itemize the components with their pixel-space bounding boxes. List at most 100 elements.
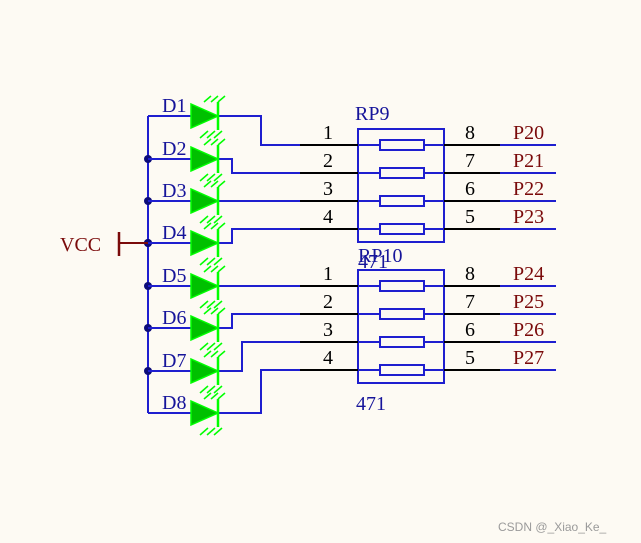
led-emission-mark — [203, 350, 212, 358]
led-d8: D8 — [148, 392, 226, 436]
led-emission-mark — [213, 215, 223, 224]
led-ref-label: D2 — [162, 138, 186, 160]
resistor-icon — [379, 195, 425, 207]
led-emission-mark — [217, 350, 226, 358]
led-emission-mark — [213, 342, 223, 351]
led-d7: D7 — [148, 350, 226, 394]
led-emission-mark — [206, 342, 216, 351]
vcc-label: VCC — [60, 234, 101, 256]
led-ref-label: D4 — [162, 222, 186, 244]
led-diode-icon — [190, 314, 220, 342]
pin-number-right: 7 — [465, 150, 475, 172]
led-diode-icon — [190, 102, 220, 130]
led-ref-label: D1 — [162, 95, 186, 117]
led-emission-mark — [206, 257, 216, 266]
resistor-pack-body — [357, 269, 445, 384]
led-emission-mark — [217, 180, 226, 188]
led-emission-mark — [199, 300, 209, 309]
cathode-wire-4 — [218, 228, 358, 244]
resistor-icon — [379, 336, 425, 348]
led-emission-mark — [217, 307, 226, 315]
pin-number-right: 6 — [465, 319, 475, 341]
resistor-icon — [379, 139, 425, 151]
led-emission-mark — [213, 173, 223, 182]
resistor-pack-body — [357, 128, 445, 243]
resistor-icon — [379, 308, 425, 320]
cathode-wire-8 — [218, 369, 358, 414]
led-diode-icon — [190, 229, 220, 257]
led-d2: D2 — [148, 138, 226, 182]
pin-number-right: 5 — [465, 206, 475, 228]
led-emission-mark — [206, 215, 216, 224]
led-diode-icon — [190, 187, 220, 215]
led-emission-mark — [210, 265, 219, 273]
net-label-p20: P20 — [513, 122, 544, 144]
net-label-p24: P24 — [513, 263, 544, 285]
led-emission-mark — [217, 265, 226, 273]
led-emission-mark — [206, 130, 216, 139]
led-emission-mark — [217, 138, 226, 146]
led-emission-mark — [206, 300, 216, 309]
led-ref-label: D8 — [162, 392, 186, 414]
led-emission-mark — [213, 257, 223, 266]
pin-number-left: 4 — [323, 206, 333, 228]
led-emission-mark — [199, 385, 209, 394]
cathode-wire-7 — [218, 341, 358, 372]
led-emission-mark — [199, 342, 209, 351]
net-label-p25: P25 — [513, 291, 544, 313]
led-emission-mark — [203, 95, 212, 103]
led-emission-mark — [210, 307, 219, 315]
pack-designator: RP9 — [355, 103, 389, 125]
led-emission-mark — [203, 138, 212, 146]
led-emission-mark — [206, 385, 216, 394]
led-emission-mark — [199, 215, 209, 224]
led-emission-mark — [199, 130, 209, 139]
led-emission-mark — [203, 180, 212, 188]
led-ref-label: D6 — [162, 307, 186, 329]
pin-number-right: 5 — [465, 347, 475, 369]
pack-value: 471 — [356, 393, 386, 415]
led-emission-mark — [199, 427, 209, 436]
net-label-p22: P22 — [513, 178, 544, 200]
led-diode-icon — [190, 357, 220, 385]
led-emission-mark — [210, 180, 219, 188]
led-emission-mark — [210, 222, 219, 230]
led-d3: D3 — [148, 180, 226, 224]
led-emission-mark — [217, 222, 226, 230]
resistor-pack-rp9: 1 8 2 7 3 6 4 5 RP9 471 — [300, 103, 500, 273]
led-emission-mark — [199, 257, 209, 266]
led-emission-mark — [203, 392, 212, 400]
pin-number-left: 4 — [323, 347, 333, 369]
pin-number-right: 8 — [465, 122, 475, 144]
pin-number-left: 1 — [323, 122, 333, 144]
resistor-icon — [379, 167, 425, 179]
pack-value: 471 — [358, 251, 388, 273]
net-label-p26: P26 — [513, 319, 544, 341]
pack-designator: RP10 — [358, 245, 402, 267]
pin-number-left: 3 — [323, 178, 333, 200]
led-d5: D5 — [148, 265, 226, 309]
led-emission-mark — [210, 350, 219, 358]
net-label-p21: P21 — [513, 150, 544, 172]
pin-number-right: 7 — [465, 291, 475, 313]
led-ref-label: D3 — [162, 180, 186, 202]
net-label-p23: P23 — [513, 206, 544, 228]
led-emission-mark — [199, 173, 209, 182]
resistor-icon — [379, 280, 425, 292]
resistor-icon — [379, 364, 425, 376]
pin-number-left: 2 — [323, 150, 333, 172]
pin-number-right: 6 — [465, 178, 475, 200]
led-emission-mark — [213, 427, 223, 436]
cathode-wire-1 — [218, 115, 358, 146]
pin-number-left: 2 — [323, 291, 333, 313]
pin-number-right: 8 — [465, 263, 475, 285]
cathode-wire-6 — [218, 313, 358, 329]
led-emission-mark — [203, 222, 212, 230]
led-d1: D1 — [148, 95, 226, 139]
led-diode-icon — [190, 399, 220, 427]
led-emission-mark — [213, 130, 223, 139]
led-emission-mark — [203, 265, 212, 273]
